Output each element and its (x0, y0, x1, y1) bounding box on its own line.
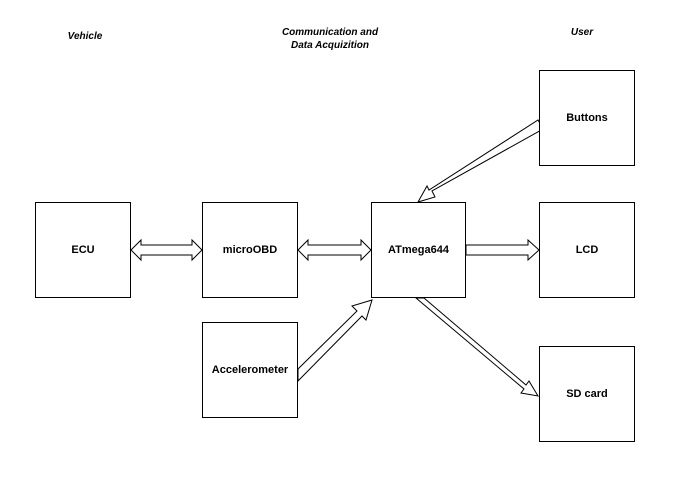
heading-vehicle: Vehicle (67, 31, 103, 42)
block-accelerometer-label: Accelerometer (211, 364, 289, 376)
arrow-atmega-lcd (465, 238, 540, 262)
arrow-buttons-atmega (416, 119, 544, 203)
block-lcd-label: LCD (575, 244, 599, 256)
block-lcd: LCD (539, 202, 635, 298)
heading-communication: Communication and Data Acquizition (255, 26, 405, 52)
block-buttons-label: Buttons (566, 112, 608, 124)
heading-user: User (570, 27, 594, 38)
arrow-atmega-sdcard (414, 297, 539, 397)
block-atmega644-label: ATmega644 (388, 244, 449, 256)
block-buttons: Buttons (539, 70, 635, 166)
arrow-accelerometer-atmega (297, 299, 373, 383)
block-sdcard-label: SD card (566, 388, 608, 400)
block-sdcard: SD card (539, 346, 635, 442)
arrow-microobd-atmega (297, 238, 372, 262)
heading-communication-line1: Communication and (281, 27, 379, 38)
block-accelerometer: Accelerometer (202, 322, 298, 418)
arrow-ecu-microobd (130, 238, 203, 262)
heading-communication-line2: Data Acquizition (291, 40, 369, 51)
block-ecu-label: ECU (71, 244, 95, 256)
block-microobd-label: microOBD (222, 244, 278, 256)
block-ecu: ECU (35, 202, 131, 298)
block-microobd: microOBD (202, 202, 298, 298)
block-atmega644: ATmega644 (371, 202, 466, 298)
